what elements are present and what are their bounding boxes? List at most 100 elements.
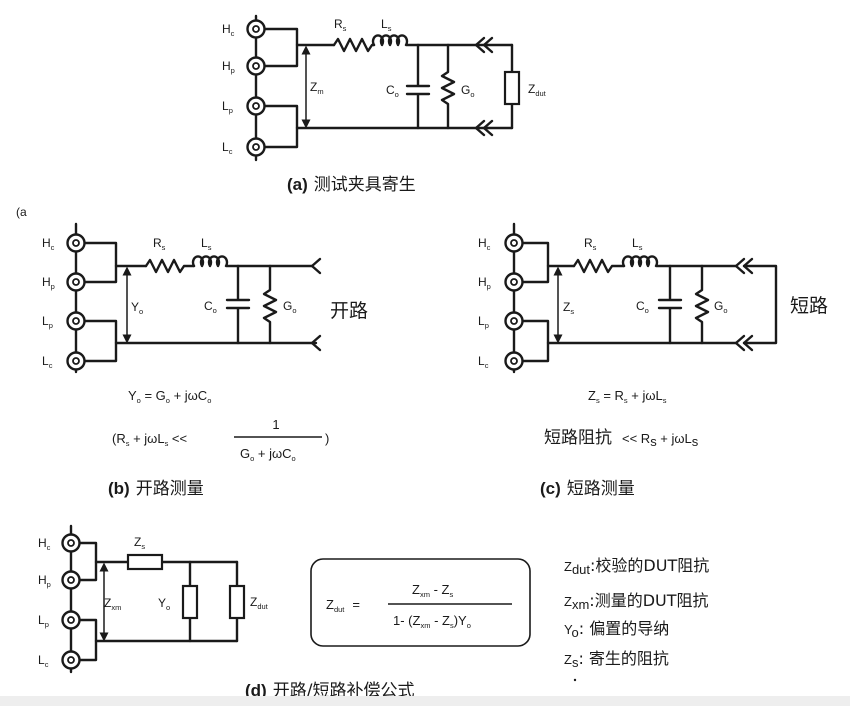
svg-text:Zdut: Zdut [528,82,547,98]
panel-b: (a Hc Hp Lp Lc Rs Ls Yo Co Go 开路 Yo = Go… [16,205,368,499]
short-circuit-label: 短路 [790,295,828,317]
compensation-formula-box [310,558,531,647]
svg-text:(Rs + jωLs <<: (Rs + jωLs << [112,431,187,448]
svg-text:Rs: Rs [153,236,166,252]
svg-text:Yo: Yo [158,596,170,612]
b-terminal-hp: H [42,275,51,289]
co-label: C [386,83,395,97]
terminal-hp-label: H [222,59,231,73]
svg-text:Zm: Zm [310,80,324,96]
c-terminal-lp: L [478,314,485,328]
formula-lhs: Zdut= [326,597,360,614]
panel-c-caption-tag: (c) [540,479,561,498]
svg-text:(a)测试夹具寄生: (a) 测试夹具寄生 [287,175,416,195]
b-equation-2: (Rs + jωLs << 1 Go + jωCo ) [112,417,329,463]
c-go-label: G [714,299,723,313]
legend-zxm: Zxm:测量的DUT阻抗 [564,591,709,612]
terminal-lc-label: L [222,140,229,154]
corner-tag: (a [16,205,27,219]
svg-text:Lp: Lp [42,314,53,330]
b-go-label: G [283,299,292,313]
svg-text:Zdut: Zdut [250,595,269,611]
c-rs-label: R [584,236,593,250]
b-terminal-lc: L [42,354,49,368]
b-equation-1: Yo = Go + jωCo [128,388,211,405]
terminal-lp-label: L [222,99,229,113]
c-equation-1: Zs = Rs + jωLs [588,388,667,405]
panel-c-caption: 短路测量 [567,479,635,499]
svg-text:Ls: Ls [381,17,392,33]
c-terminal-hp: H [478,275,487,289]
b-terminal-hc: H [42,236,51,250]
d-terminal-lc: L [38,653,45,667]
formula-denominator: 1- (Zxm - Zs)Yo [393,613,471,630]
d-zs-label: Z [134,535,141,549]
b-yo-label: Y [131,300,139,314]
b-co-label: C [204,299,213,313]
c-zs-label: Z [563,300,570,314]
zdut-label: Z [528,82,535,96]
d-terminal-lp: L [38,613,45,627]
svg-text:Hp: Hp [222,59,235,75]
svg-text:Lp: Lp [38,613,49,629]
legend-zs: Zs: 寄生的阻抗 [564,649,669,670]
d-terminal-hp: H [38,573,47,587]
panel-b-caption: 开路测量 [136,479,204,499]
rs-label: R [334,17,343,31]
panel-d: Hc Hp Lp Lc Zs Zxm Yo Zdut Zdut= Zxm - Z… [38,524,709,701]
c-terminal-lc: L [478,354,485,368]
svg-text:(b)开路测量: (b) 开路测量 [108,479,204,499]
svg-text:Hc: Hc [478,236,491,252]
panel-a-caption: 测试夹具寄生 [314,175,416,195]
c-equation-2: 短路阻抗<< Rs + jωLs [544,428,699,449]
svg-text:Go: Go [461,83,475,99]
svg-text:Co: Co [386,83,399,99]
d-zdut-label: Z [250,595,257,609]
d-zxm-label: Z [104,596,111,610]
svg-text:Lc: Lc [38,653,49,669]
go-label: G [461,83,470,97]
panel-b-caption-tag: (b) [108,479,130,498]
d-terminal-hc: H [38,536,47,550]
svg-text:Zs: Zs [134,535,145,551]
svg-text:Rs: Rs [584,236,597,252]
svg-text:Go: Go [714,299,728,315]
svg-text:Co: Co [636,299,649,315]
b-terminal-lp: L [42,314,49,328]
legend-yo: Yo: 偏置的导纳 [564,619,669,640]
c-co-label: C [636,299,645,313]
zm-label: Z [310,80,317,94]
c-terminal-hc: H [478,236,487,250]
b-ls-label: L [201,236,208,250]
panel-c: Hc Hp Lp Lc Rs Ls Zs Co Go 短路 Zs = Rs + … [478,222,828,499]
legend-zdut: Zdut:校验的DUT阻抗 [564,556,709,577]
panel-a: Hc Hp Lp Lc Rs Ls Zm Co Go Zdut (a)测试夹具寄… [222,14,547,195]
svg-text:Hc: Hc [42,236,55,252]
panel-d-caption-tag: (d) [245,681,267,700]
open-circuit-label: 开路 [330,300,368,322]
svg-text:Go: Go [283,299,297,315]
svg-text:Zxm: Zxm [104,596,121,612]
svg-text:Hc: Hc [222,22,235,38]
terminal-hc-label: H [222,22,231,36]
svg-text:Lp: Lp [222,99,233,115]
svg-text:Go + jωCo: Go + jωCo [240,446,296,463]
ls-label: L [381,17,388,31]
svg-text:1: 1 [272,417,279,432]
panel-a-caption-tag: (a) [287,175,308,194]
svg-text:Hc: Hc [38,536,51,552]
svg-text:(c)短路测量: (c) 短路测量 [540,479,635,499]
svg-text:Hp: Hp [38,573,51,589]
svg-text:Lp: Lp [478,314,489,330]
svg-text:Rs: Rs [334,17,347,33]
bottom-strip [0,696,850,706]
svg-text:Co: Co [204,299,217,315]
svg-text:Hp: Hp [42,275,55,291]
svg-text:Lc: Lc [478,354,489,370]
svg-text:): ) [325,431,329,446]
c-ls-label: L [632,236,639,250]
svg-text:Hp: Hp [478,275,491,291]
svg-text:Zs: Zs [563,300,574,316]
svg-text:Ls: Ls [632,236,643,252]
